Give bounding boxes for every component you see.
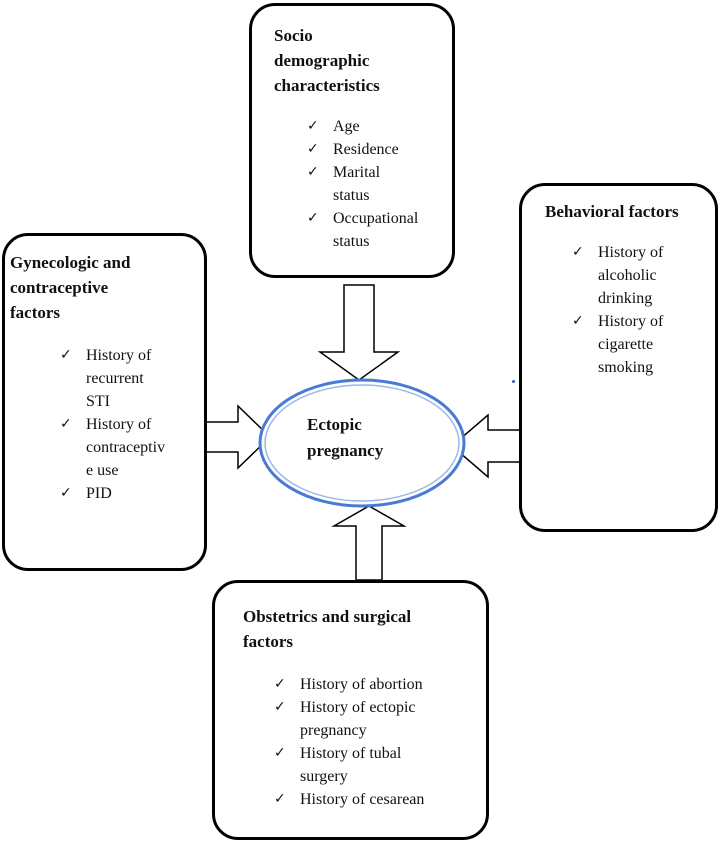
list-item: ✓ Residence <box>307 138 418 161</box>
list-item: ✓ Occupational status <box>307 207 418 253</box>
list-item-text: Occupational status <box>333 207 418 253</box>
list-item-text: Age <box>333 115 360 138</box>
center-label: Ectopic pregnancy <box>307 412 383 464</box>
label-line: Behavioral factors <box>545 202 679 221</box>
list-item-line: PID <box>86 485 112 502</box>
list-item-line: Age <box>333 118 360 135</box>
list-item-line: STI <box>86 393 110 410</box>
label-line: Ectopic <box>307 415 362 434</box>
list-item-text: History of contraceptiv e use <box>86 413 165 482</box>
stray-dot <box>512 380 515 383</box>
checkmark-icon: ✓ <box>307 164 319 180</box>
checkmark-icon: ✓ <box>274 745 286 761</box>
gynecologic-box: Gynecologic and contraceptive factors ✓ His… <box>2 233 207 571</box>
arrow-obstetrics-to-center <box>331 505 407 581</box>
list-item-line: History of <box>86 347 152 364</box>
obstetrics-title: Obstetrics and surgical factors <box>243 604 411 654</box>
checkmark-icon: ✓ <box>60 416 72 432</box>
label-line: characteristics <box>274 76 380 95</box>
list-item: ✓ History of abortion <box>274 673 424 696</box>
label-line: factors <box>243 632 294 651</box>
checkmark-icon: ✓ <box>274 791 286 807</box>
obstetrics-list: ✓ History of abortion ✓ History of ectopic p… <box>274 673 424 811</box>
label-line: Gynecologic and <box>10 253 131 272</box>
list-item-line: History of tubal <box>300 745 402 762</box>
list-item-line: smoking <box>598 359 654 376</box>
list-item: ✓ History of cesarean <box>274 788 424 811</box>
list-item-text: Residence <box>333 138 399 161</box>
list-item-line: Marital <box>333 164 381 181</box>
list-item-line: pregnancy <box>300 722 367 739</box>
checkmark-icon: ✓ <box>60 485 72 501</box>
list-item-text: PID <box>86 482 112 505</box>
list-item: ✓ Age <box>307 115 418 138</box>
list-item: ✓ History of tubal surgery <box>274 742 424 788</box>
obstetrics-box: Obstetrics and surgical factors ✓ History … <box>212 580 489 840</box>
behavioral-list: ✓ History of alcoholic drinking ✓ History of c… <box>572 241 663 379</box>
list-item-text: Marital status <box>333 161 380 207</box>
list-item: ✓ PID <box>60 482 165 505</box>
list-item-text: History of cigarette smoking <box>598 310 663 379</box>
checkmark-icon: ✓ <box>572 244 584 260</box>
list-item-line: contraceptiv <box>86 439 166 456</box>
socio-demographic-list: ✓ Age ✓ Residence ✓ Marital status ✓ Occupationa… <box>307 115 418 253</box>
list-item-line: Occupational <box>333 210 419 227</box>
socio-demographic-box: Socio demographic characteristics ✓ Age ✓ Res… <box>249 3 455 278</box>
list-item-line: surgery <box>300 768 348 785</box>
list-item-line: e use <box>86 462 119 479</box>
list-item: ✓ History of ectopic pregnancy <box>274 696 424 742</box>
arrow-gynecologic-to-center <box>205 404 272 470</box>
arrow-socio-to-center <box>317 284 401 381</box>
list-item-line: Residence <box>333 141 399 158</box>
center-ellipse-outer <box>258 378 466 508</box>
label-line: Obstetrics and surgical <box>243 607 412 626</box>
list-item-text: History of abortion <box>300 673 423 696</box>
checkmark-icon: ✓ <box>307 118 319 134</box>
checkmark-icon: ✓ <box>307 141 319 157</box>
list-item-text: History of tubal surgery <box>300 742 401 788</box>
checkmark-icon: ✓ <box>572 313 584 329</box>
socio-demographic-title: Socio demographic characteristics <box>274 23 380 98</box>
list-item-line: History of ectopic <box>300 699 416 716</box>
list-item-text: History of cesarean <box>300 788 424 811</box>
list-item: ✓ History of cigarette smoking <box>572 310 663 379</box>
label-line: demographic <box>274 51 370 70</box>
behavioral-box: Behavioral factors ✓ History of alcoholic d… <box>519 183 718 532</box>
behavioral-title: Behavioral factors <box>545 199 679 224</box>
list-item-line: alcoholic <box>598 267 657 284</box>
list-item: ✓ History of alcoholic drinking <box>572 241 663 310</box>
list-item-line: History of <box>86 416 152 433</box>
checkmark-icon: ✓ <box>307 210 319 226</box>
list-item-line: drinking <box>598 290 653 307</box>
list-item-line: History of cesarean <box>300 791 425 808</box>
gynecologic-title: Gynecologic and contraceptive factors <box>10 250 130 325</box>
list-item-line: status <box>333 187 370 204</box>
label-line: pregnancy <box>307 441 384 460</box>
checkmark-icon: ✓ <box>274 699 286 715</box>
label-line: contraceptive <box>10 278 109 297</box>
label-line: Socio <box>274 26 313 45</box>
arrow-behavioral-to-center <box>450 413 523 479</box>
list-item: ✓ Marital status <box>307 161 418 207</box>
list-item-line: recurrent <box>86 370 144 387</box>
list-item-line: History of abortion <box>300 676 423 693</box>
list-item-text: History of ectopic pregnancy <box>300 696 416 742</box>
checkmark-icon: ✓ <box>60 347 72 363</box>
checkmark-icon: ✓ <box>274 676 286 692</box>
list-item-line: History of <box>598 313 664 330</box>
center-ellipse-inner <box>264 384 460 502</box>
list-item-line: History of <box>598 244 664 261</box>
list-item: ✓ History of contraceptiv e use <box>60 413 165 482</box>
list-item-line: cigarette <box>598 336 654 353</box>
label-line: factors <box>10 303 61 322</box>
list-item-text: History of alcoholic drinking <box>598 241 663 310</box>
list-item-line: status <box>333 233 370 250</box>
